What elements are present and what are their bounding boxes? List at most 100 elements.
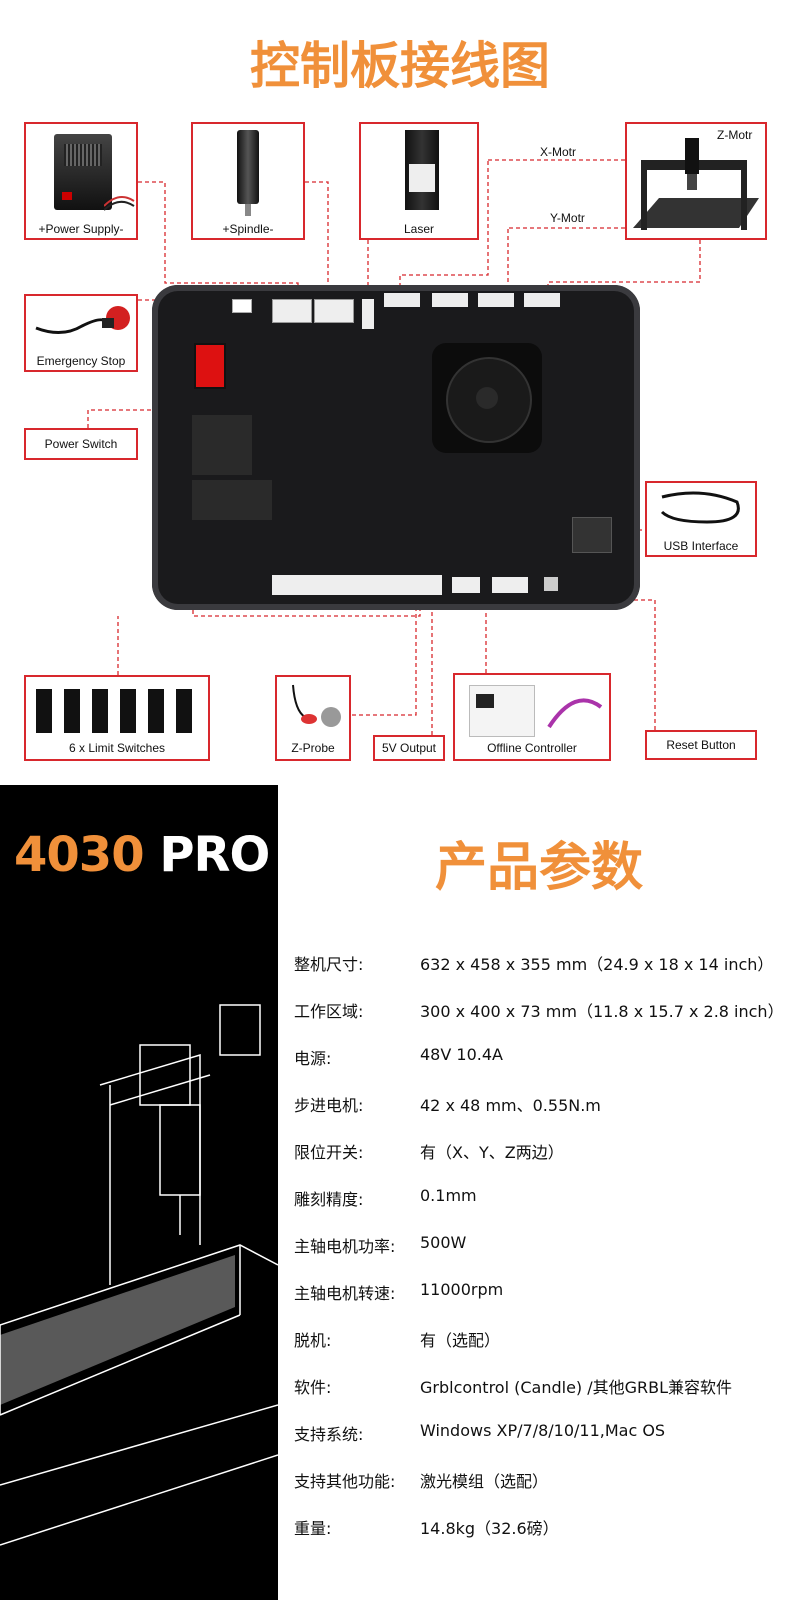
laser-connector xyxy=(362,299,374,329)
z-probe-box: Z-Probe xyxy=(275,675,351,761)
spec-key: 支持其他功能: xyxy=(294,1472,396,1491)
x-motor-label: X-Motr xyxy=(540,145,576,159)
y-motor-connector xyxy=(478,293,514,307)
spec-row: 主轴电机功率: 500W xyxy=(0,1233,800,1263)
power-switch-icon xyxy=(194,343,226,389)
spec-value: Grblcontrol (Candle) /其他GRBL兼容软件 xyxy=(420,1378,733,1397)
wiring-title: 控制板接线图 xyxy=(250,37,550,95)
spec-row: 工作区域: 300 x 400 x 73 mm（11.8 x 15.7 x 2.8… xyxy=(0,998,800,1028)
wiring-diagram: 控制板接线图 +Power Supply- xyxy=(0,0,800,785)
spec-key: 步进电机: xyxy=(294,1096,364,1115)
spec-row: 整机尺寸: 632 x 458 x 355 mm（24.9 x 18 x 14 i… xyxy=(0,951,800,981)
spec-key: 工作区域: xyxy=(294,1002,364,1021)
spec-key: 脱机: xyxy=(294,1331,332,1350)
reset-button-label: Reset Button xyxy=(666,738,736,752)
reset-button-box: Reset Button xyxy=(645,730,757,760)
spec-key: 电源: xyxy=(294,1049,332,1068)
laser-label: Laser xyxy=(403,222,435,236)
model-number: 4030 xyxy=(14,827,145,883)
spec-value: 42 x 48 mm、0.55N.m xyxy=(420,1096,601,1115)
probe-connector xyxy=(452,577,480,593)
emergency-stop-image xyxy=(35,306,130,334)
spec-value: 有（选配） xyxy=(420,1331,501,1350)
machine-lineart-image xyxy=(0,1004,278,1546)
spec-row: 主轴电机转速: 11000rpm xyxy=(0,1280,800,1310)
limit-switch-icons xyxy=(36,689,202,733)
spindle-image xyxy=(237,130,259,204)
laser-image xyxy=(405,130,439,210)
emergency-stop-box: Emergency Stop xyxy=(24,294,138,372)
estop-connector xyxy=(232,299,252,313)
spec-key: 主轴电机功率: xyxy=(294,1237,396,1256)
usb-interface-box: USB Interface xyxy=(645,481,757,557)
spec-row: 支持其他功能: 激光模组（选配） xyxy=(0,1468,800,1498)
spec-key: 整机尺寸: xyxy=(294,955,364,974)
model-name: 4030 PRO xyxy=(14,827,270,883)
power-supply-label: +Power Supply- xyxy=(38,222,124,236)
spec-value: 0.1mm xyxy=(420,1186,477,1205)
spec-value: 有（X、Y、Z两边） xyxy=(420,1143,564,1162)
z-motor-connector xyxy=(524,293,560,307)
spec-value: 14.8kg（32.6磅） xyxy=(420,1519,559,1538)
limit-switches-label: 6 x Limit Switches xyxy=(68,741,166,755)
spec-key: 雕刻精度: xyxy=(294,1190,364,1209)
y-motor-label: Y-Motr xyxy=(550,211,585,225)
cnc-machine-image xyxy=(633,138,759,230)
spec-value: 11000rpm xyxy=(420,1280,504,1299)
power-supply-box: +Power Supply- xyxy=(24,122,138,240)
usb-interface-label: USB Interface xyxy=(663,539,739,553)
spec-row: 软件: Grblcontrol (Candle) /其他GRBL兼容软件 xyxy=(0,1374,800,1404)
z-probe-image xyxy=(292,684,341,727)
spec-key: 软件: xyxy=(294,1378,332,1397)
offline-controller-image xyxy=(469,685,535,737)
spec-row: 脱机: 有（选配） xyxy=(0,1327,800,1357)
spec-row: 限位开关: 有（X、Y、Z两边） xyxy=(0,1139,800,1169)
z-probe-label: Z-Probe xyxy=(291,741,335,755)
power-switch-box: Power Switch xyxy=(24,428,138,460)
z-motor-label: Z-Motr xyxy=(717,128,753,142)
spindle-box: +Spindle- xyxy=(191,122,305,240)
output-5v-box: 5V Output xyxy=(373,735,445,761)
power-connector xyxy=(314,299,354,323)
spindle-label: +Spindle- xyxy=(222,222,274,236)
control-board xyxy=(152,285,640,610)
spec-key: 重量: xyxy=(294,1519,332,1538)
spec-value: 300 x 400 x 73 mm（11.8 x 15.7 x 2.8 inch… xyxy=(420,1002,784,1021)
spec-row: 重量: 14.8kg（32.6磅） xyxy=(0,1515,800,1545)
emergency-stop-label: Emergency Stop xyxy=(36,354,126,368)
spec-row: 步进电机: 42 x 48 mm、0.55N.m xyxy=(0,1092,800,1122)
usb-port xyxy=(572,517,612,553)
laser-box: Laser xyxy=(359,122,479,240)
power-supply-image xyxy=(54,134,112,210)
spec-key: 主轴电机转速: xyxy=(294,1284,396,1303)
spec-key: 限位开关: xyxy=(294,1143,364,1162)
x-motor-connector xyxy=(384,293,420,307)
usb-cable-image xyxy=(660,491,740,524)
x2-motor-connector xyxy=(432,293,468,307)
spec-row: 电源: 48V 10.4A xyxy=(0,1045,800,1075)
spec-row: 支持系统: Windows XP/7/8/10/11,Mac OS xyxy=(0,1421,800,1451)
spec-value: 激光模组（选配） xyxy=(420,1472,549,1491)
fan-icon xyxy=(432,343,542,453)
spindle-connector xyxy=(272,299,312,323)
offline-connector xyxy=(492,577,528,593)
spec-value: Windows XP/7/8/10/11,Mac OS xyxy=(420,1421,666,1440)
spec-value: 48V 10.4A xyxy=(420,1045,503,1064)
reset-switch xyxy=(544,577,558,591)
offline-controller-label: Offline Controller xyxy=(487,741,577,755)
spec-section: 4030 PRO 产品参数 xyxy=(0,785,800,1600)
model-suffix: PRO xyxy=(159,827,270,883)
spec-row: 雕刻精度: 0.1mm xyxy=(0,1186,800,1216)
power-cable-icon xyxy=(104,196,135,211)
capacitor xyxy=(192,415,252,475)
cnc-machine-box: Z-Motr xyxy=(625,122,767,240)
capacitor-large xyxy=(192,480,272,520)
spec-value: 500W xyxy=(420,1233,467,1252)
spec-value: 632 x 458 x 355 mm（24.9 x 18 x 14 inch） xyxy=(420,955,774,974)
spec-key: 支持系统: xyxy=(294,1425,364,1444)
specs-title: 产品参数 xyxy=(434,838,643,898)
offline-cable-icon xyxy=(547,698,603,729)
limit-switches-box: 6 x Limit Switches xyxy=(24,675,210,761)
power-switch-label: Power Switch xyxy=(44,437,118,451)
offline-controller-box: Offline Controller xyxy=(453,673,611,761)
